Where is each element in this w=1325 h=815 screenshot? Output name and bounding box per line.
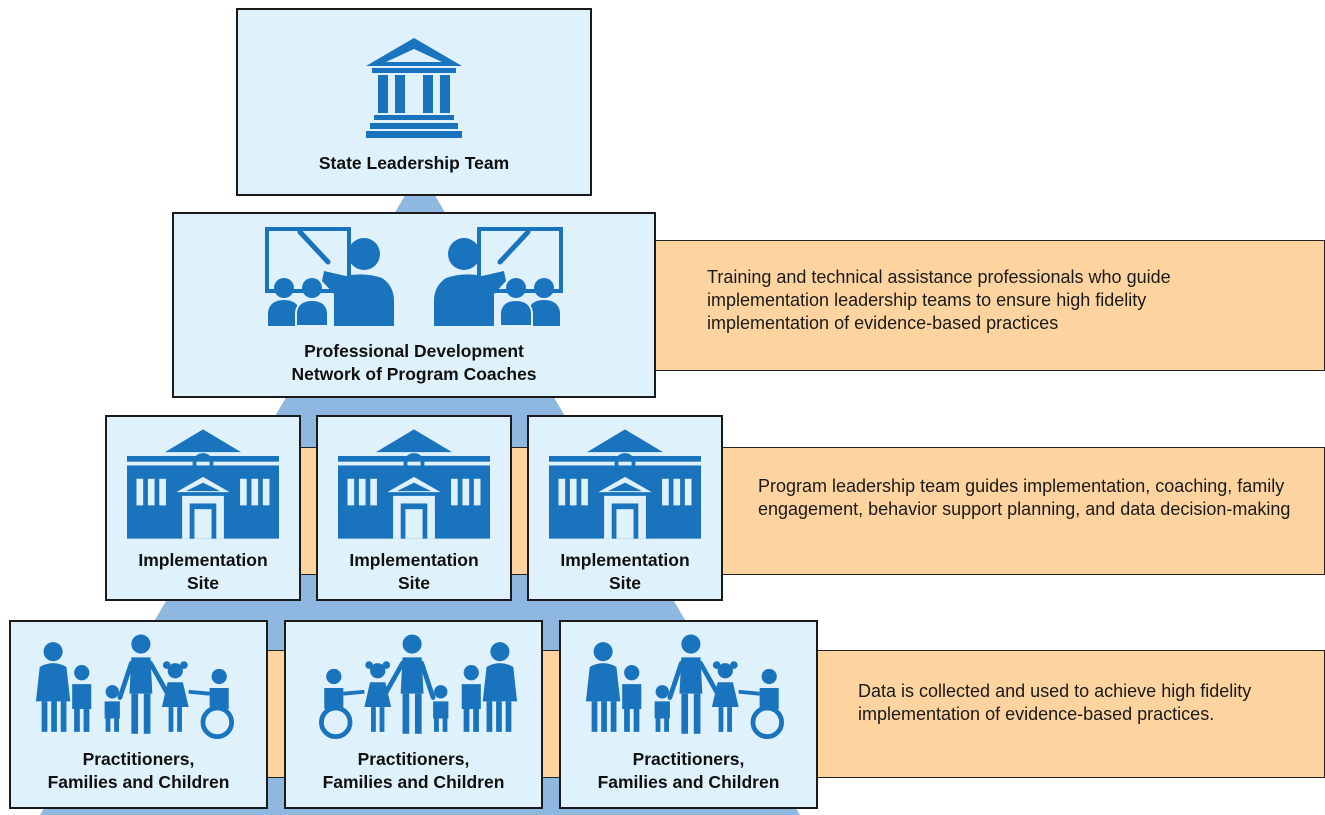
family-group-icon xyxy=(34,634,244,740)
teacher-presentation-icon xyxy=(434,226,564,326)
practitioners-label: Practitioners, Families and Children xyxy=(597,749,780,792)
practitioners-box: Practitioners, Families and Children xyxy=(559,620,818,809)
government-building-icon xyxy=(364,38,464,138)
implementation-site-label: Implementation Site xyxy=(560,550,690,593)
practitioners-box: Practitioners, Families and Children xyxy=(9,620,268,809)
practitioners-label: Practitioners, Families and Children xyxy=(47,749,230,792)
teacher-presentation-icon xyxy=(264,226,394,326)
practitioners-description: Data is collected and used to achieve hi… xyxy=(858,681,1252,724)
implementation-site-label: Implementation Site xyxy=(349,550,479,593)
state-leadership-label: State Leadership Team xyxy=(318,153,510,173)
school-building-icon xyxy=(549,429,701,539)
school-building-icon xyxy=(127,429,279,539)
sites-description: Program leadership team guides implement… xyxy=(758,476,1291,519)
practitioners-label: Practitioners, Families and Children xyxy=(322,749,505,792)
implementation-site-box: Implementation Site xyxy=(316,415,512,601)
implementation-site-label: Implementation Site xyxy=(138,550,268,593)
family-group-icon xyxy=(309,634,519,740)
coaches-box: Professional Development Network of Prog… xyxy=(172,212,656,398)
implementation-site-box: Implementation Site xyxy=(527,415,723,601)
family-group-icon xyxy=(584,634,794,740)
state-leadership-box: State Leadership Team xyxy=(236,8,592,196)
implementation-site-box: Implementation Site xyxy=(105,415,301,601)
coaches-description: Training and technical assistance profes… xyxy=(707,267,1171,333)
practitioners-box: Practitioners, Families and Children xyxy=(284,620,543,809)
school-building-icon xyxy=(338,429,490,539)
coaches-label: Professional Development Network of Prog… xyxy=(291,341,537,384)
